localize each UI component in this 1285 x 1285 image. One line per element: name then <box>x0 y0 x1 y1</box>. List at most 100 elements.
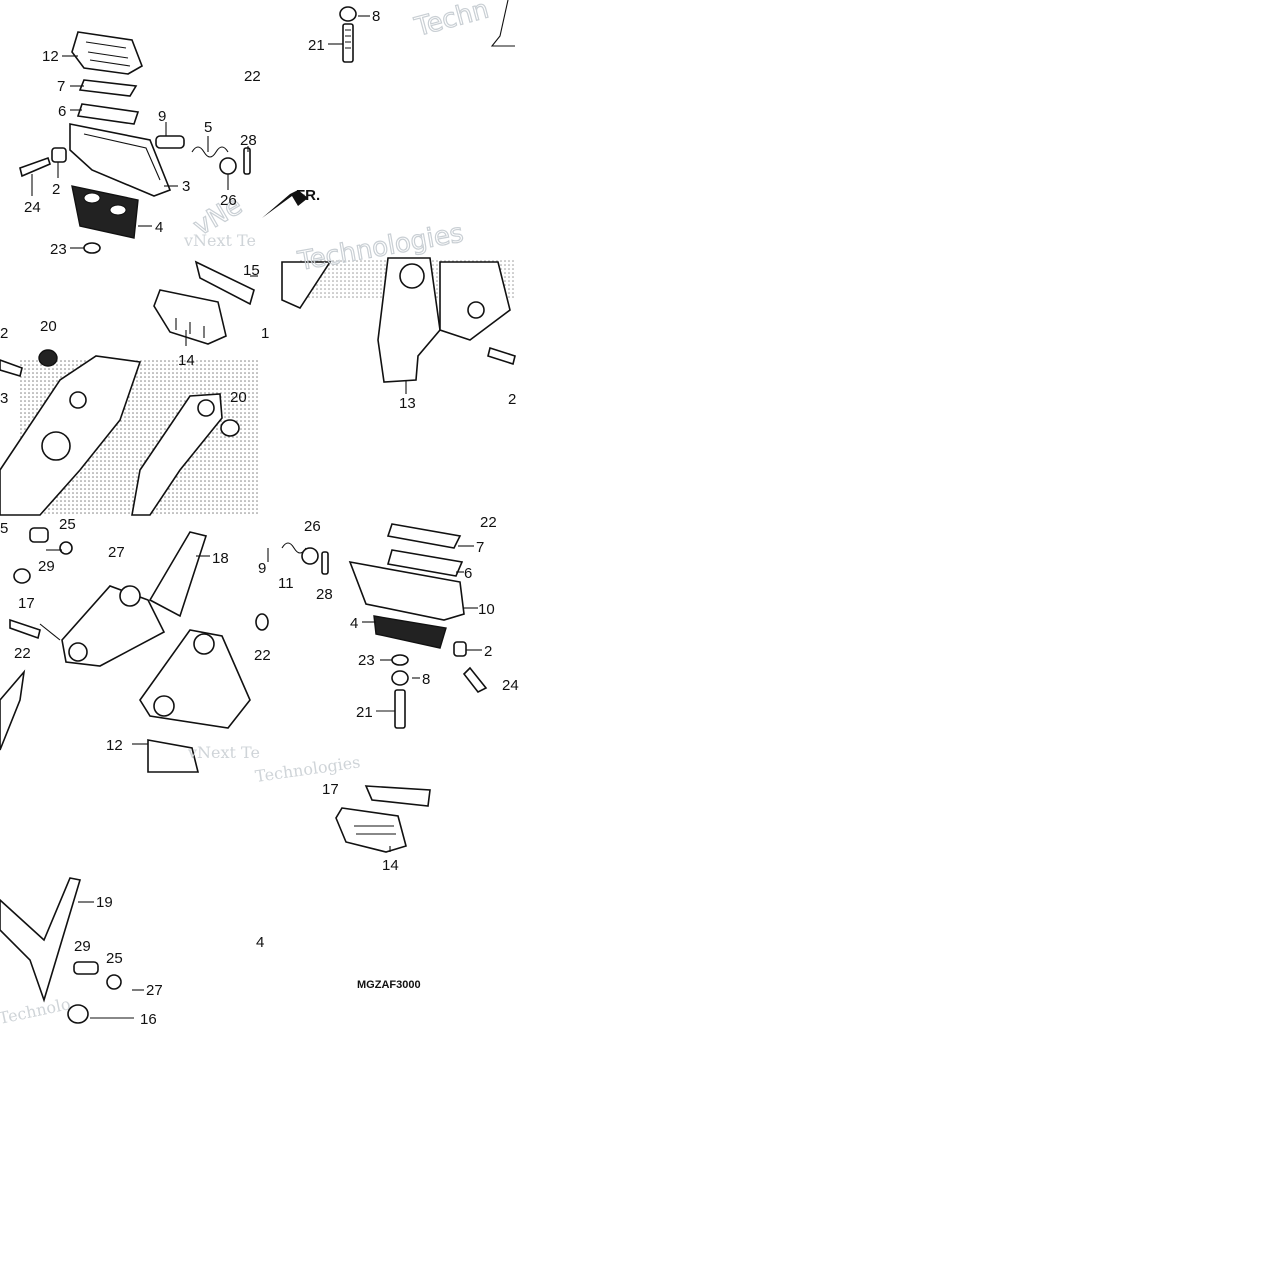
front-arrow-icon <box>262 190 308 218</box>
svg-text:Technologies: Technologies <box>254 752 362 786</box>
callout: 29 <box>74 938 91 955</box>
step-holder <box>439 261 511 341</box>
plate <box>78 79 138 97</box>
callout: 2 <box>508 391 516 408</box>
callout: 24 <box>24 199 41 216</box>
edge-shape <box>0 669 26 751</box>
bolt <box>19 156 51 178</box>
footrest-bracket <box>0 355 142 516</box>
nut <box>255 613 269 631</box>
pivot-pin <box>194 260 255 306</box>
bolt <box>0 359 23 378</box>
callout: 6 <box>58 103 66 120</box>
pivot-pin <box>364 785 431 807</box>
bolt <box>9 618 41 640</box>
callout: 20 <box>40 318 57 335</box>
callout: 14 <box>382 857 399 874</box>
collar <box>453 641 467 657</box>
callout: 22 <box>480 514 497 531</box>
footpeg-body <box>69 123 172 197</box>
nut <box>220 419 240 437</box>
bracket-edge <box>490 0 515 47</box>
footpeg-rubber <box>153 289 227 345</box>
footpeg-rubber <box>335 807 407 853</box>
washer <box>219 157 237 175</box>
tile-heel-guard <box>0 877 122 1024</box>
pin <box>29 527 49 543</box>
footpeg-cover <box>373 615 447 649</box>
callout: 25 <box>59 516 76 533</box>
callout: 24 <box>502 677 519 694</box>
rubber-bush <box>391 670 409 686</box>
callout: 22 <box>254 647 271 664</box>
tile-pillion-footpeg <box>335 785 431 853</box>
callout: 22 <box>14 645 31 662</box>
callout: 15 <box>243 262 260 279</box>
heel-guard <box>0 877 82 1003</box>
callout: 27 <box>108 544 125 561</box>
tile-rider-footpeg-left: FR. <box>19 31 320 254</box>
svg-text:vNext Te: vNext Te <box>183 231 256 250</box>
callout: 7 <box>476 539 484 556</box>
callout: 28 <box>316 586 333 603</box>
washer <box>67 1004 89 1024</box>
callout: 2 <box>0 325 8 342</box>
callout: 19 <box>96 894 113 911</box>
tile-pillion-holder <box>0 527 269 773</box>
plate <box>386 549 464 577</box>
cotter-pin <box>243 147 251 175</box>
callout: 27 <box>146 982 163 999</box>
bolt <box>342 23 354 63</box>
callout: 4 <box>350 615 358 632</box>
pin <box>155 135 185 149</box>
callout: 11 <box>278 575 294 592</box>
callout: 10 <box>478 601 495 618</box>
callout: 8 <box>372 8 380 25</box>
svg-text:Technolo: Technolo <box>0 994 72 1028</box>
pillion-step-holder <box>61 585 166 667</box>
callout: 4 <box>256 934 264 951</box>
washer <box>391 654 409 666</box>
drawing-code: MGZAF3000 <box>357 979 421 991</box>
callout: 23 <box>358 652 375 669</box>
plate <box>76 103 140 125</box>
callout: 17 <box>18 595 35 612</box>
callout: 7 <box>57 78 65 95</box>
callout: 26 <box>220 192 237 209</box>
callout: 5 <box>0 520 8 537</box>
callout: 21 <box>356 704 373 721</box>
callout: 28 <box>240 132 257 149</box>
callout: 4 <box>155 219 163 236</box>
callout: 8 <box>422 671 430 688</box>
return-spring <box>281 542 307 554</box>
tile-top-right <box>339 0 515 63</box>
leader-lines <box>31 15 482 1019</box>
callout: 3 <box>0 390 8 407</box>
callout: 29 <box>38 558 55 575</box>
callout: 6 <box>464 565 472 582</box>
washer <box>106 974 122 990</box>
callout: 2 <box>484 643 492 660</box>
tile-rider-bracket <box>0 260 258 516</box>
bolt <box>462 666 488 694</box>
callout: 17 <box>322 781 339 798</box>
tile-passenger-footpeg <box>281 523 488 729</box>
bolt <box>487 346 516 366</box>
callout: 22 <box>244 68 261 85</box>
footpeg-rubber <box>147 739 200 773</box>
pin <box>73 961 99 975</box>
front-label: FR. <box>296 187 320 204</box>
callout: 9 <box>258 560 266 577</box>
callout: 12 <box>42 48 59 65</box>
nut <box>38 349 58 367</box>
bracket-stub <box>281 261 332 310</box>
callout: 5 <box>204 119 212 136</box>
callout: 1 <box>261 325 269 342</box>
washer <box>301 547 319 565</box>
callout: 12 <box>106 737 123 754</box>
footpeg-rubber <box>71 31 143 75</box>
callout: 26 <box>304 518 321 535</box>
footpeg-body <box>348 560 465 621</box>
footpeg-cover <box>71 185 139 239</box>
callout: 13 <box>399 395 416 412</box>
